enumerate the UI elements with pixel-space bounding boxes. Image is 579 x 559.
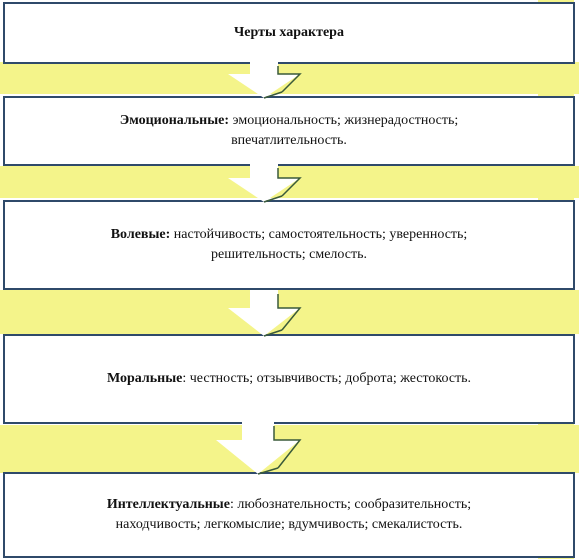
down-arrow-icon xyxy=(228,62,302,99)
category-box-emotional: Эмоциональные: эмоциональность; жизнерад… xyxy=(3,96,575,166)
category-traits-continued: решительность; смелость. xyxy=(211,247,367,262)
category-box-intellectual: Интеллектуальные: любознательность; сооб… xyxy=(3,472,575,558)
down-arrow-icon xyxy=(216,422,302,475)
category-line: Моральные: честность; отзывчивость; добр… xyxy=(107,369,471,389)
category-box-volitional: Волевые: настойчивость; самостоятельност… xyxy=(3,200,575,290)
category-box-moral: Моральные: честность; отзывчивость; добр… xyxy=(3,334,575,424)
category-traits: : любознательность; сообразительность; xyxy=(229,497,472,512)
category-line: Волевые: настойчивость; самостоятельност… xyxy=(111,225,468,245)
category-traits: настойчивость; самостоятельность; уверен… xyxy=(173,227,468,242)
category-line: Интеллектуальные: любознательность; сооб… xyxy=(107,495,471,515)
category-traits: : честность; отзывчивость; доброта; жест… xyxy=(182,371,472,386)
category-line: Эмоциональные: эмоциональность; жизнерад… xyxy=(120,111,459,131)
title-box: Черты характера xyxy=(3,2,575,64)
highlight-band xyxy=(0,425,579,473)
category-traits: эмоциональность; жизнерадостность; xyxy=(232,113,459,128)
category-traits-continued: впечатлительность. xyxy=(231,133,347,148)
down-arrow-icon xyxy=(228,290,302,337)
category-label: Интеллектуальные xyxy=(106,497,230,512)
category-label: Эмоциональные: xyxy=(119,113,230,128)
category-label: Моральные xyxy=(106,371,183,386)
down-arrow-icon xyxy=(228,164,302,203)
category-traits-continued: находчивость; легкомыслие; вдумчивость; … xyxy=(115,517,463,532)
title-label: Черты характера xyxy=(234,25,344,40)
category-label: Волевые: xyxy=(110,227,171,242)
